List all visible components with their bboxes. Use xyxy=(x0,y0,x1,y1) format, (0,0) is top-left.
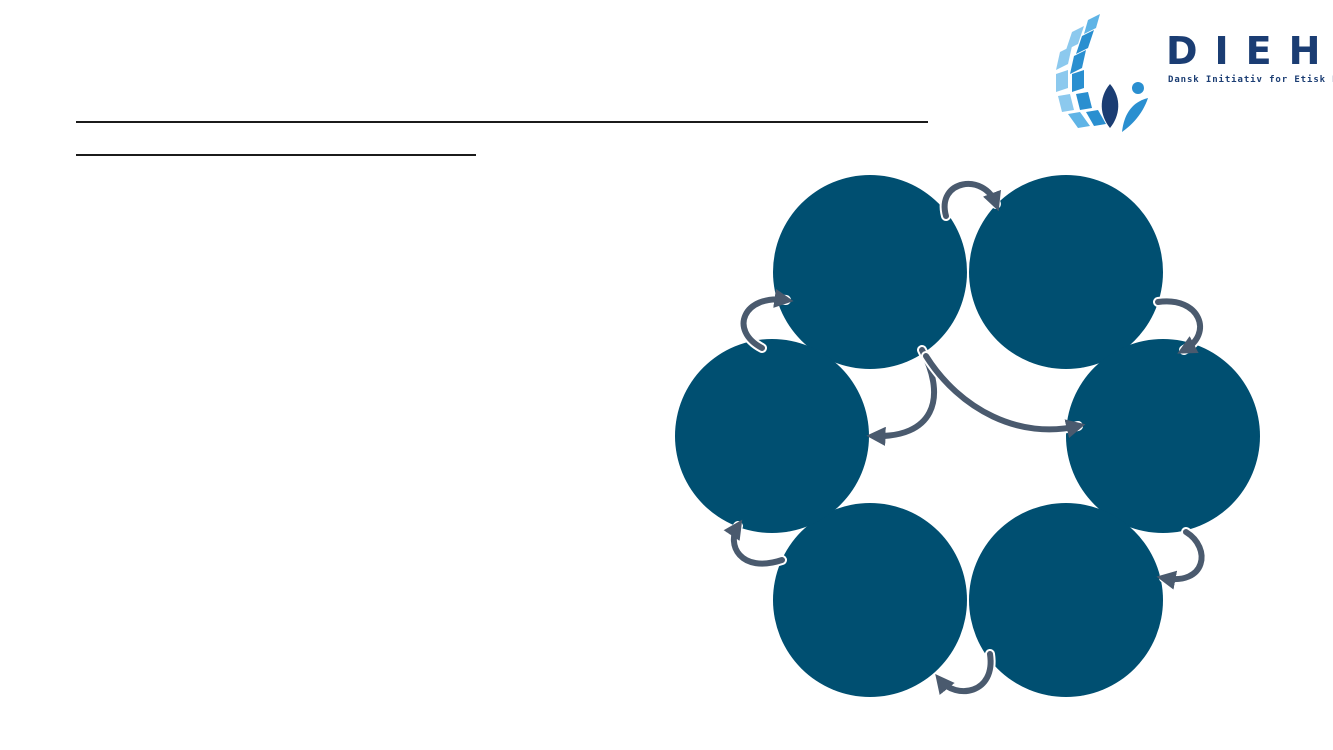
title-underline xyxy=(76,121,928,123)
cycle-node-left xyxy=(675,339,869,533)
cycle-node-right xyxy=(1066,339,1260,533)
cycle-node-top-left xyxy=(773,175,967,369)
logo-tagline: Dansk Initiativ for Etisk Handel xyxy=(1168,75,1333,85)
cycle-node-bottom-right xyxy=(969,503,1163,697)
subtitle-underline xyxy=(76,154,476,156)
globe-logo-icon xyxy=(1056,14,1148,132)
logo-wordmark: DIEH xyxy=(1166,29,1333,73)
dieh-logo: DIEH Dansk Initiativ for Etisk Handel xyxy=(1048,14,1333,132)
cycle-node-top-right xyxy=(969,175,1163,369)
cycle-diagram xyxy=(675,175,1260,697)
cycle-node-bottom-left xyxy=(773,503,967,697)
